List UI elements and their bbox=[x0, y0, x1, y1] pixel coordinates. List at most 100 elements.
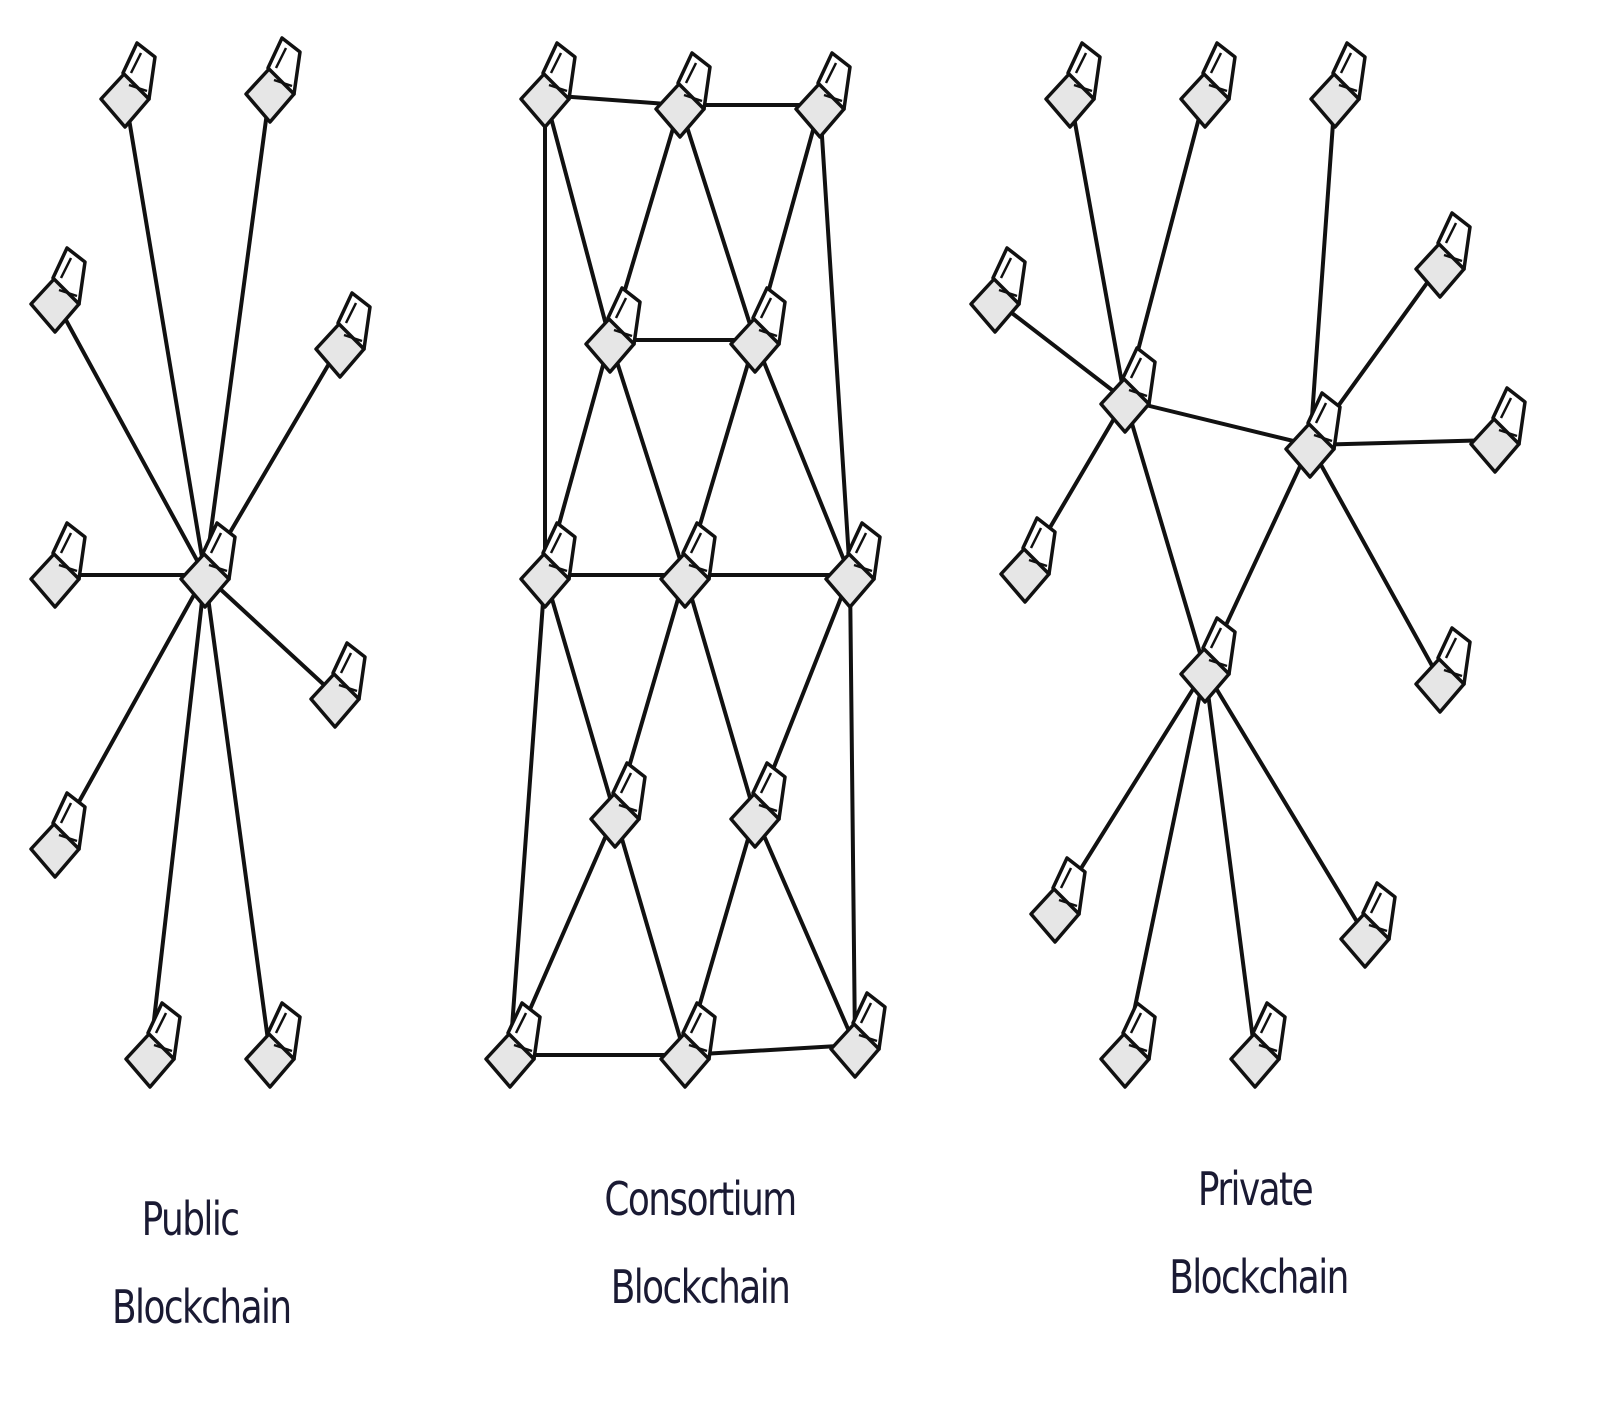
laptop-screen-icon bbox=[1051, 856, 1087, 916]
laptop-detail-icon bbox=[823, 62, 843, 103]
laptop-detail-icon bbox=[1208, 627, 1228, 668]
laptop-detail-icon bbox=[1208, 52, 1228, 93]
private-node-laptop-icon bbox=[1309, 41, 1367, 129]
consortium-connection-line bbox=[753, 338, 852, 577]
public-connection-line bbox=[123, 93, 207, 577]
public-connection-line bbox=[148, 573, 207, 1057]
public-node-laptop-icon bbox=[99, 41, 157, 129]
private-node-laptop-icon bbox=[1414, 211, 1472, 299]
consortium-connection-line bbox=[848, 573, 857, 1047]
consortium-node-laptop-icon bbox=[654, 51, 712, 139]
laptop-detail-icon bbox=[1443, 637, 1463, 678]
laptop-screen-icon bbox=[336, 291, 372, 351]
laptop-detail-icon bbox=[58, 802, 78, 843]
private-connection-line bbox=[1203, 668, 1367, 937]
laptop-detail-icon bbox=[1338, 52, 1358, 93]
public-caption-line1: Public bbox=[141, 1192, 240, 1246]
laptop-detail-icon bbox=[683, 62, 703, 103]
laptop-detail-icon bbox=[853, 532, 873, 573]
laptop-detail-icon bbox=[613, 297, 633, 338]
consortium-connection-line bbox=[683, 1043, 857, 1057]
laptop-screen-icon bbox=[1436, 211, 1472, 271]
private-node-laptop-icon bbox=[1179, 616, 1237, 704]
laptop-detail-icon bbox=[1443, 222, 1463, 263]
laptop-screen-icon bbox=[1306, 391, 1342, 451]
laptop-detail-icon bbox=[343, 302, 363, 343]
laptop-screen-icon bbox=[1331, 41, 1367, 101]
private-connection-line bbox=[1068, 93, 1127, 402]
laptop-detail-icon bbox=[548, 532, 568, 573]
private-node-laptop-icon bbox=[969, 246, 1027, 334]
private-connection-line bbox=[1308, 438, 1497, 447]
public-connection-line bbox=[53, 573, 207, 847]
public-caption-line2: Blockchain bbox=[112, 1280, 292, 1334]
laptop-screen-icon bbox=[681, 1001, 717, 1061]
laptop-detail-icon bbox=[1028, 527, 1048, 568]
laptop-screen-icon bbox=[506, 1001, 542, 1061]
laptop-detail-icon bbox=[1368, 892, 1388, 933]
laptop-detail-icon bbox=[513, 1012, 533, 1053]
public-node-laptop-icon bbox=[244, 1001, 302, 1089]
laptop-detail-icon bbox=[273, 47, 293, 88]
consortium-caption-line1: Consortium bbox=[604, 1172, 797, 1226]
public-node-laptop-icon bbox=[29, 246, 87, 334]
network-nodes bbox=[29, 36, 1527, 1089]
laptop-detail-icon bbox=[688, 1012, 708, 1053]
private-connection-line bbox=[1203, 668, 1257, 1057]
private-node-laptop-icon bbox=[999, 516, 1057, 604]
consortium-connection-line bbox=[818, 103, 852, 577]
private-node-laptop-icon bbox=[1029, 856, 1087, 944]
public-node-laptop-icon bbox=[179, 521, 237, 609]
public-connection-line bbox=[203, 573, 337, 697]
consortium-node-laptop-icon bbox=[584, 286, 642, 374]
laptop-detail-icon bbox=[153, 1012, 173, 1053]
public-connection-line bbox=[53, 298, 207, 577]
laptop-screen-icon bbox=[331, 641, 367, 701]
laptop-screen-icon bbox=[121, 41, 157, 101]
consortium-node-laptop-icon bbox=[484, 1001, 542, 1089]
laptop-screen-icon bbox=[1121, 1001, 1157, 1061]
public-node-laptop-icon bbox=[29, 791, 87, 879]
consortium-connection-line bbox=[508, 573, 547, 1057]
laptop-screen-icon bbox=[991, 246, 1027, 306]
private-node-laptop-icon bbox=[1469, 386, 1527, 474]
laptop-detail-icon bbox=[758, 297, 778, 338]
private-node-laptop-icon bbox=[1099, 1001, 1157, 1089]
consortium-node-laptop-icon bbox=[659, 521, 717, 609]
laptop-screen-icon bbox=[266, 36, 302, 96]
laptop-detail-icon bbox=[1128, 1012, 1148, 1053]
private-node-laptop-icon bbox=[1339, 881, 1397, 969]
consortium-node-laptop-icon bbox=[729, 761, 787, 849]
laptop-screen-icon bbox=[751, 286, 787, 346]
public-node-laptop-icon bbox=[124, 1001, 182, 1089]
private-connection-line bbox=[1308, 443, 1442, 682]
consortium-node-laptop-icon bbox=[519, 41, 577, 129]
laptop-screen-icon bbox=[851, 991, 887, 1051]
private-connection-line bbox=[1123, 398, 1207, 672]
laptop-detail-icon bbox=[128, 52, 148, 93]
public-blockchain-caption: Public Blockchain bbox=[112, 1175, 292, 1351]
consortium-node-laptop-icon bbox=[729, 286, 787, 374]
public-node-laptop-icon bbox=[314, 291, 372, 379]
laptop-screen-icon bbox=[51, 791, 87, 851]
laptop-screen-icon bbox=[51, 246, 87, 306]
laptop-screen-icon bbox=[816, 51, 852, 111]
private-blockchain-caption: Private Blockchain bbox=[1169, 1145, 1349, 1321]
laptop-screen-icon bbox=[606, 286, 642, 346]
private-caption-line1: Private bbox=[1197, 1162, 1314, 1216]
consortium-connection-line bbox=[753, 813, 857, 1047]
laptop-detail-icon bbox=[1058, 867, 1078, 908]
laptop-screen-icon bbox=[201, 521, 237, 581]
laptop-detail-icon bbox=[1128, 357, 1148, 398]
laptop-detail-icon bbox=[618, 772, 638, 813]
laptop-screen-icon bbox=[541, 41, 577, 101]
laptop-detail-icon bbox=[1073, 52, 1093, 93]
public-connection-line bbox=[203, 573, 272, 1057]
private-node-laptop-icon bbox=[1229, 1001, 1287, 1089]
consortium-connection-line bbox=[683, 573, 757, 817]
laptop-detail-icon bbox=[208, 532, 228, 573]
laptop-screen-icon bbox=[676, 51, 712, 111]
laptop-screen-icon bbox=[1021, 516, 1057, 576]
public-node-laptop-icon bbox=[29, 521, 87, 609]
